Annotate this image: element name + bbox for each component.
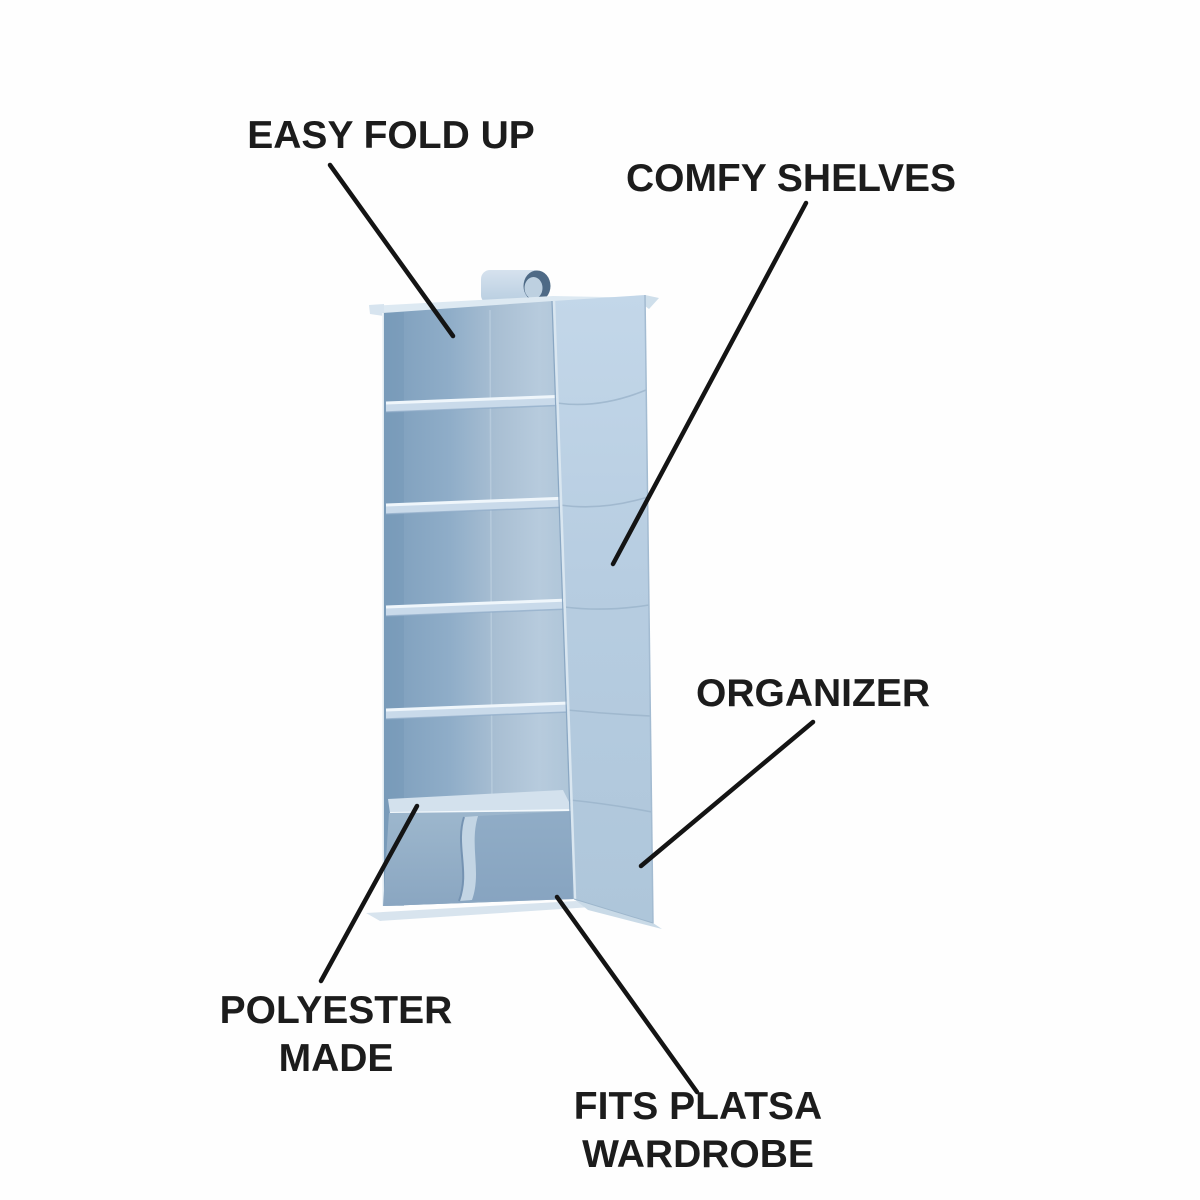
callout-label-organizer: ORGANIZER: [696, 672, 930, 715]
handle-loop: [481, 270, 551, 304]
shelves: [385, 394, 570, 720]
open-front: [382, 301, 574, 906]
leader-line-polyester-made: [318, 803, 420, 984]
top-left-lip: [369, 304, 384, 316]
callout-label-comfy-shelves: COMFY SHELVES: [625, 157, 957, 200]
base-flaps: [366, 898, 662, 929]
callout-label-polyester-made: POLYESTER MADE: [219, 989, 453, 1080]
side-panel: [551, 294, 654, 925]
leader-line-easy-fold-up: [327, 162, 456, 339]
bottom-compartment: [383, 790, 574, 906]
leader-line-fits-platsa-wardrobe: [554, 894, 700, 1095]
leader-line-organizer: [638, 719, 816, 869]
leader-lines: [318, 162, 816, 1095]
leader-line-comfy-shelves: [610, 200, 809, 567]
callout-label-fits-platsa-wardrobe: FITS PLATSA WARDROBE: [573, 1085, 823, 1176]
callout-label-easy-fold-up: EASY FOLD UP: [247, 114, 535, 157]
